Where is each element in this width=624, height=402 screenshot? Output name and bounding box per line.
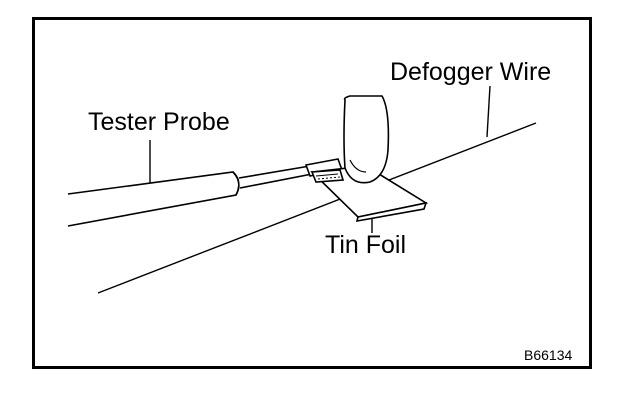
tester-probe-label: Tester Probe — [88, 108, 230, 136]
tin-foil-label: Tin Foil — [325, 231, 407, 259]
leader-defogger-wire — [486, 85, 491, 138]
figure-code: B66134 — [524, 347, 573, 363]
tester-probe-drawing — [67, 158, 344, 227]
finger-drawing — [343, 95, 390, 184]
defogger-wire-label: Defogger Wire — [390, 58, 552, 86]
defogger-wire — [97, 122, 537, 294]
